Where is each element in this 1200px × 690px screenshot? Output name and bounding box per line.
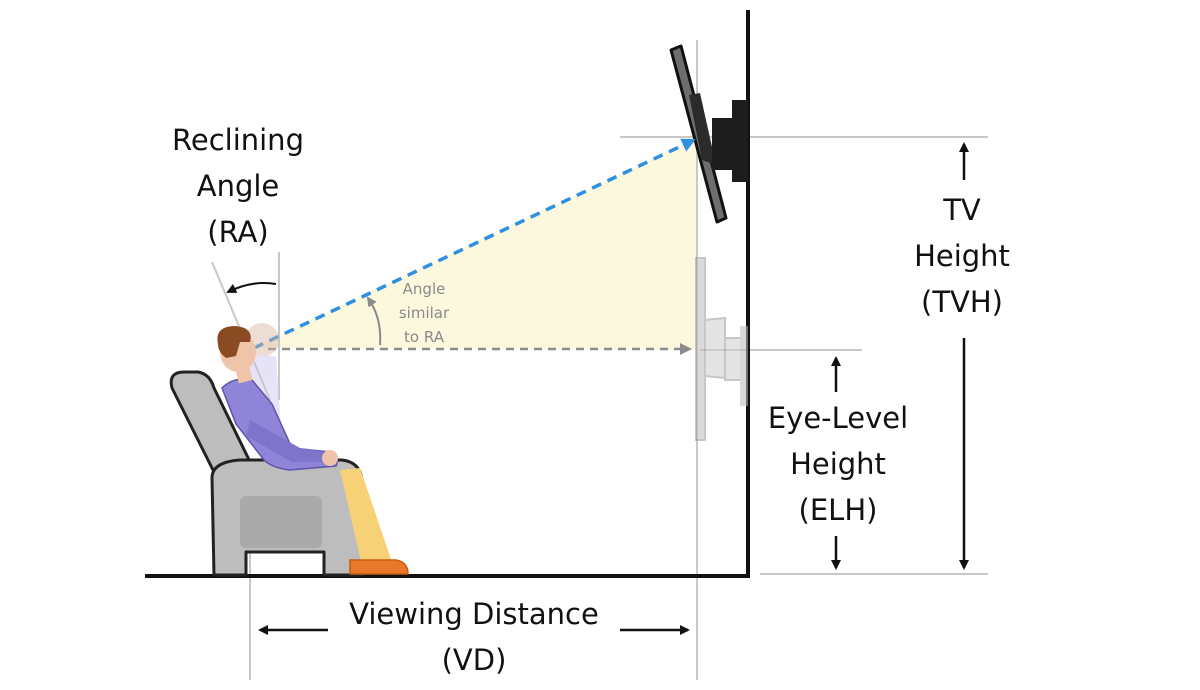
legs xyxy=(340,468,409,575)
reclining-angle-label: Reclining Angle (RA) xyxy=(172,123,304,249)
viewing-distance-label: Viewing Distance (VD) xyxy=(349,597,599,677)
elh-line-3: (ELH) xyxy=(799,493,878,527)
reclining-viewer-icon xyxy=(217,323,338,471)
reclining-angle-arc xyxy=(226,282,277,293)
guide-lines xyxy=(211,40,988,680)
tilted-tv-icon xyxy=(669,44,748,224)
angle-note-label: Angle similar to RA xyxy=(399,280,450,346)
dimension-arrows xyxy=(258,142,969,635)
vd-line-1: Viewing Distance xyxy=(349,597,599,631)
reclining-angle-line-3: (RA) xyxy=(207,215,268,249)
elh-line-1: Eye-Level xyxy=(768,401,908,435)
tv-height-line-1: TV xyxy=(942,193,981,227)
sightline-arrow xyxy=(253,138,696,350)
angle-note-line-3: to RA xyxy=(404,328,445,346)
angle-arc xyxy=(366,296,382,346)
flat-tv-ghost-icon xyxy=(695,257,748,441)
tv-height-line-2: Height xyxy=(914,239,1010,273)
reclining-angle-line-2: Angle xyxy=(197,169,280,203)
recliner-chair-icon xyxy=(169,370,364,577)
angle-note-line-1: Angle xyxy=(403,280,446,298)
elh-line-2: Height xyxy=(790,447,886,481)
tv-height-line-3: (TVH) xyxy=(921,285,1003,319)
angle-note-line-2: similar xyxy=(399,304,450,322)
vd-line-2: (VD) xyxy=(442,643,507,677)
tv-height-label: TV Height (TVH) xyxy=(914,193,1010,319)
reclining-angle-line-1: Reclining xyxy=(172,123,304,157)
eye-level-height-label: Eye-Level Height (ELH) xyxy=(768,401,908,527)
